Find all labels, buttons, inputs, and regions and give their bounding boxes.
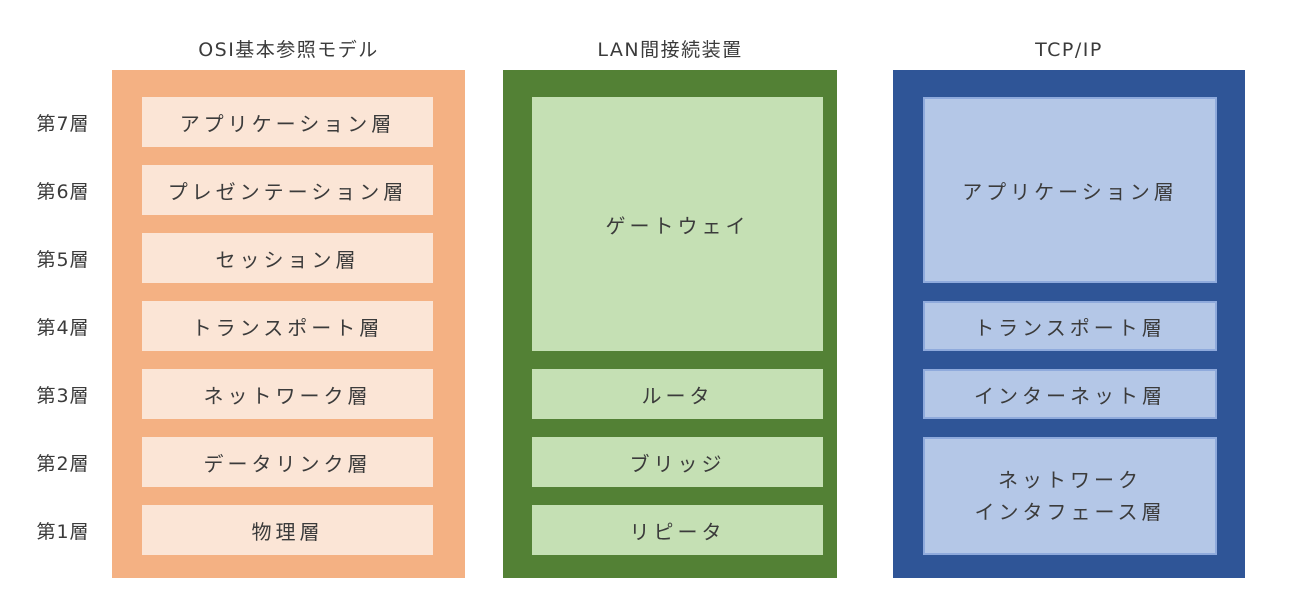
row-label-layer7: 第7層 xyxy=(36,112,90,135)
lan-column-title: LAN間接続装置 xyxy=(597,39,743,61)
osi-layer-session: セッション層 xyxy=(142,233,433,283)
lan-device-gateway: ゲートウェイ xyxy=(532,97,823,351)
lan-device-router: ルータ xyxy=(532,369,823,419)
row-label-layer5: 第5層 xyxy=(36,248,90,271)
tcpip-column-title: TCP/IP xyxy=(1035,39,1103,61)
tcpip-layer-network-interface: ネットワーク インタフェース層 xyxy=(923,437,1217,555)
osi-layer-presentation: プレゼンテーション層 xyxy=(142,165,433,215)
row-label-layer4: 第4層 xyxy=(36,316,90,339)
osi-layer-transport: トランスポート層 xyxy=(142,301,433,351)
osi-layer-datalink: データリンク層 xyxy=(142,437,433,487)
row-label-layer6: 第6層 xyxy=(36,180,90,203)
tcpip-layer-application: アプリケーション層 xyxy=(923,97,1217,283)
tcpip-layer-transport: トランスポート層 xyxy=(923,301,1217,351)
tcpip-layer-internet: インターネット層 xyxy=(923,369,1217,419)
lan-device-bridge: ブリッジ xyxy=(532,437,823,487)
row-label-layer3: 第3層 xyxy=(36,384,90,407)
row-label-layer2: 第2層 xyxy=(36,452,90,475)
osi-column-title: OSI基本参照モデル xyxy=(198,39,379,61)
lan-device-repeater: リピータ xyxy=(532,505,823,555)
osi-layer-physical: 物理層 xyxy=(142,505,433,555)
row-label-layer1: 第1層 xyxy=(36,520,90,543)
osi-layer-network: ネットワーク層 xyxy=(142,369,433,419)
osi-layer-application: アプリケーション層 xyxy=(142,97,433,147)
